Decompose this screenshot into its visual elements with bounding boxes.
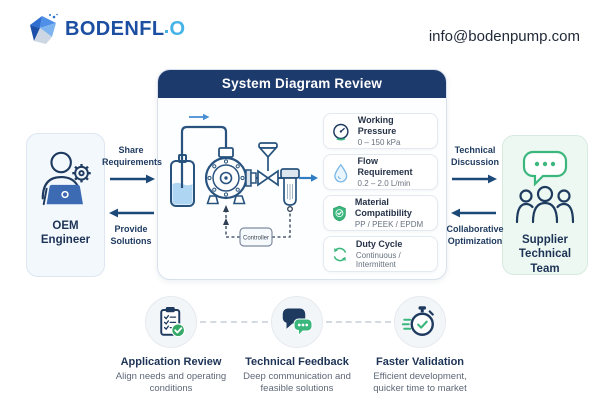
benefit-faster-validation: Faster Validation Efficient development,… — [350, 296, 490, 396]
arrow-right-share — [110, 174, 155, 184]
arrow-left-provide — [109, 208, 154, 218]
system-diagram-panel: System Diagram Review — [157, 69, 447, 280]
logo-dot — [165, 29, 169, 33]
engineer-icon — [41, 151, 91, 206]
supply-pipe — [180, 125, 228, 188]
benefit-circle — [394, 296, 446, 348]
supplier-team-card: Supplier Technical Team — [502, 135, 588, 275]
benefit-circle — [145, 296, 197, 348]
pump-system-diagram: Controller — [170, 113, 318, 247]
arrow-right-discussion — [452, 174, 497, 184]
bodenflo-logo-icon — [30, 13, 58, 44]
flow-label-collaborative-optimization: Collaborative Optimization — [446, 224, 504, 246]
gauge-icon — [333, 123, 349, 140]
benefit-connector-1 — [200, 321, 268, 323]
filter — [280, 168, 300, 206]
sensor-node — [287, 206, 293, 212]
shield-check-icon — [333, 205, 346, 221]
arrow-left-optimization — [451, 208, 496, 218]
spec-card-duty-cycle: Duty Cycle Continuous / Intermittent — [323, 236, 438, 272]
chat-bubble-icon — [522, 150, 568, 187]
spec-card-material-compatibility: Material Compatibility PP / PEEK / EPDM — [323, 195, 438, 231]
reservoir-bottle — [170, 154, 195, 207]
clipboard-check-icon — [160, 307, 186, 338]
droplet-icon — [334, 163, 348, 182]
signal-arrowheads — [223, 205, 229, 225]
benefit-circle — [271, 296, 323, 348]
benefit-application-review: Application Review Align needs and opera… — [101, 296, 241, 396]
valve — [257, 142, 279, 187]
chat-bubbles-icon — [282, 308, 313, 337]
flow-label-share-requirements: Share Requirements — [102, 145, 163, 167]
flow-label-technical-discussion: Technical Discussion — [450, 145, 499, 167]
gear-icon — [71, 163, 91, 183]
contact-email[interactable]: info@bodenpump.com — [428, 28, 580, 45]
oem-engineer-label: OEM Engineer — [40, 220, 91, 247]
outlet-arrow — [299, 174, 318, 182]
panel-title: System Diagram Review — [158, 70, 446, 98]
oem-engineer-card: OEM Engineer — [26, 133, 105, 277]
controller-label: Controller — [243, 236, 269, 242]
controller-signal-lines — [225, 207, 291, 238]
stopwatch-icon — [402, 306, 434, 336]
refresh-icon — [333, 247, 347, 261]
spec-card-working-pressure: Working Pressure 0 – 150 kPa — [323, 113, 438, 149]
benefit-technical-feedback: Technical Feedback Deep communication an… — [227, 296, 367, 396]
pump — [204, 147, 257, 205]
controller-box — [239, 227, 273, 247]
bottle-liquid — [172, 182, 193, 205]
team-icon — [515, 150, 575, 224]
flow-direction-arrow — [189, 113, 210, 121]
supplier-team-label: Supplier Technical Team — [518, 234, 572, 275]
flow-label-provide-solutions: Provide Solutions — [110, 224, 152, 246]
spec-card-flow-requirement: Flow Requirement 0.2 – 2.0 L/min — [323, 154, 438, 190]
laptop-icon — [42, 184, 83, 206]
benefit-connector-2 — [326, 321, 391, 323]
